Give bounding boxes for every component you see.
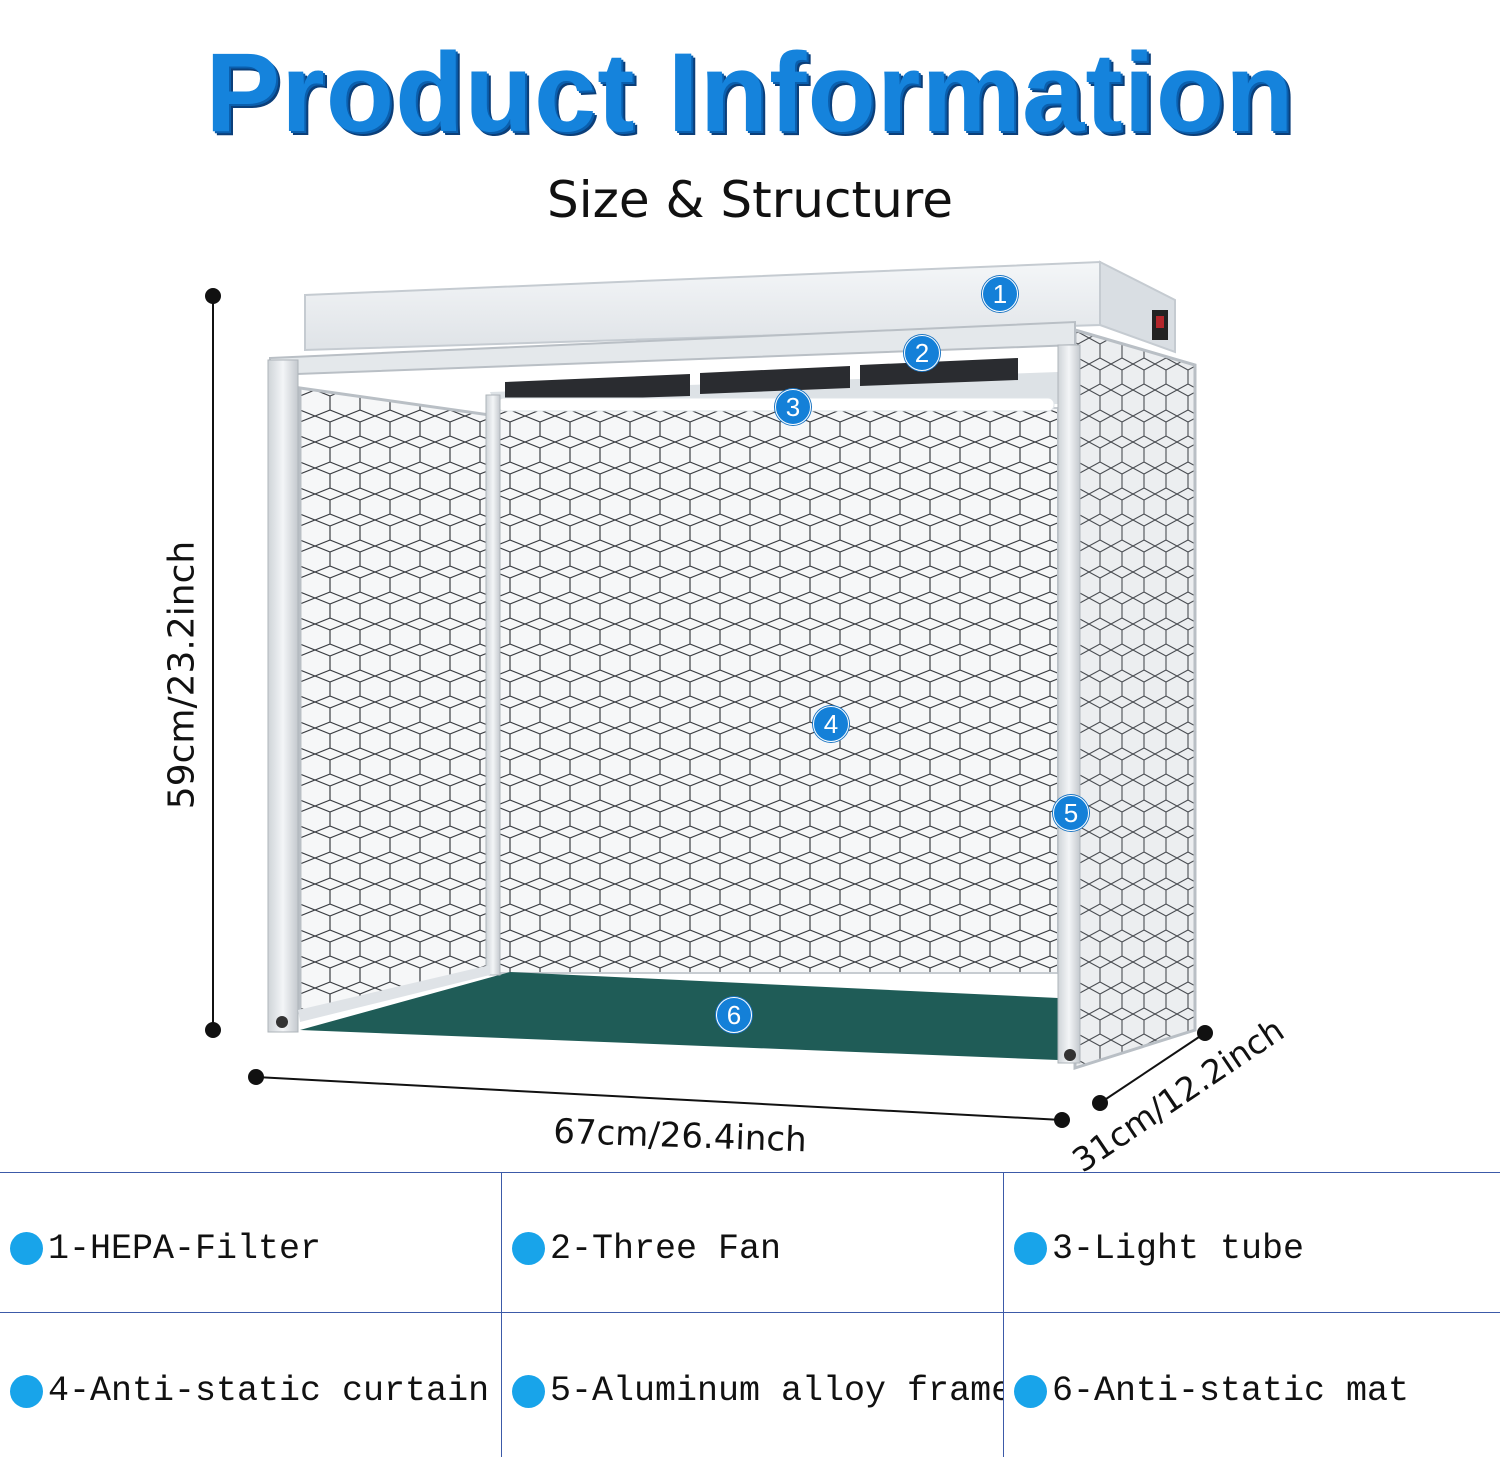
bullet-dot-icon <box>10 1374 43 1408</box>
bullet-dot-icon <box>512 1232 545 1265</box>
bullet-dot-icon <box>1014 1232 1047 1265</box>
legend-item-label: 1-HEPA-Filter <box>48 1228 322 1269</box>
left-mesh-panel <box>298 386 492 1014</box>
fans <box>505 358 1018 402</box>
legend-item: 5-Aluminum alloy frame <box>502 1313 1004 1457</box>
callout-1: 1 <box>982 276 1018 312</box>
legend-item-label: 4-Anti-static curtain <box>48 1371 490 1411</box>
bullet-dot-icon <box>10 1232 43 1265</box>
legend-item: 3-Light tube <box>1004 1173 1500 1313</box>
legend-item-label: 2-Three Fan <box>550 1228 782 1269</box>
legend-item: 4-Anti-static curtain <box>0 1313 502 1457</box>
workbench-diagram <box>205 260 1213 1128</box>
anti-static-mat <box>300 972 1058 1060</box>
right-frame-post <box>1057 344 1081 1064</box>
callout-6: 6 <box>716 997 752 1033</box>
page-subtitle: Size & Structure <box>546 171 953 229</box>
callout-5: 5 <box>1053 795 1089 831</box>
back-mesh-panel <box>497 407 1059 974</box>
bullet-dot-icon <box>512 1374 545 1408</box>
inner-frame-post <box>485 394 501 976</box>
parts-legend: 1-HEPA-Filter 2-Three Fan 3-Light tube 4… <box>0 1172 1500 1457</box>
legend-item: 6-Anti-static mat <box>1004 1313 1500 1457</box>
legend-item-label: 6-Anti-static mat <box>1052 1371 1410 1411</box>
legend-item: 1-HEPA-Filter <box>0 1173 502 1313</box>
callout-3: 3 <box>775 389 811 425</box>
side-mesh-panel <box>1073 328 1197 1071</box>
legend-item-label: 5-Aluminum alloy frame <box>550 1371 1004 1411</box>
dimension-lines <box>205 288 1213 1128</box>
legend-item: 2-Three Fan <box>502 1173 1004 1313</box>
page-title: Product Information <box>205 30 1295 155</box>
callout-2: 2 <box>904 335 940 371</box>
height-dimension-label: 59cm/23.2inch <box>161 540 203 810</box>
left-frame-post <box>267 359 299 1033</box>
legend-item-label: 3-Light tube <box>1052 1228 1305 1269</box>
callout-4: 4 <box>813 706 849 742</box>
bullet-dot-icon <box>1014 1374 1047 1408</box>
